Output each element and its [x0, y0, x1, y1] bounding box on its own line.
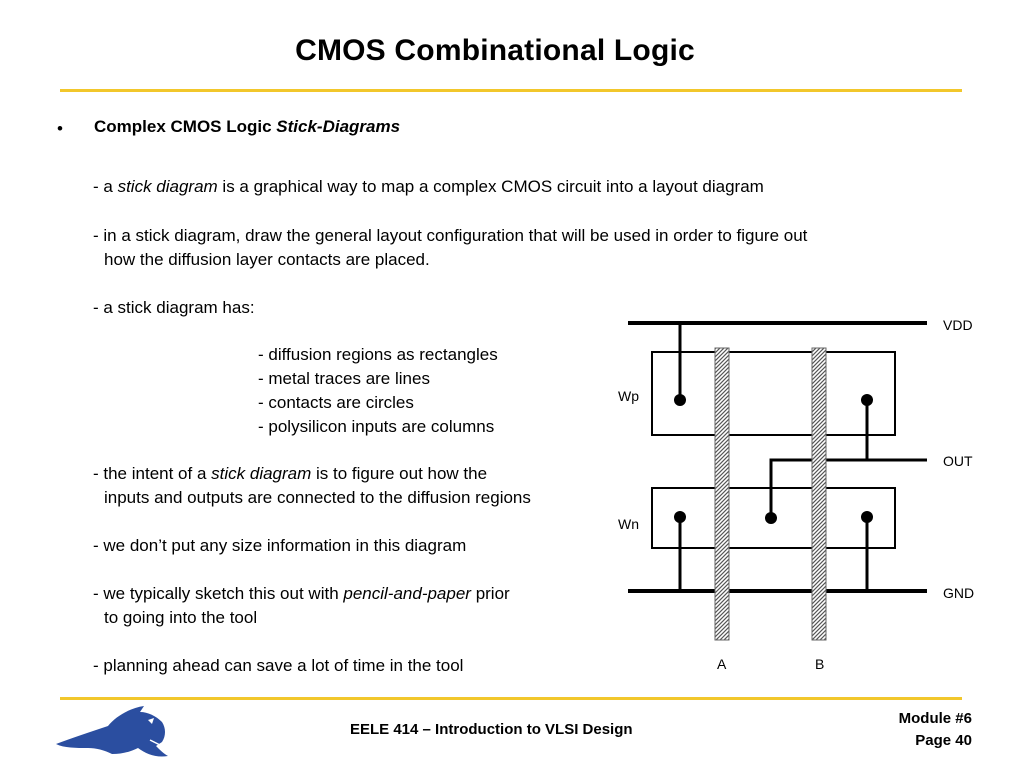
bullet-heading: Complex CMOS Logic Stick-Diagrams	[94, 117, 400, 137]
body-line-2a: - in a stick diagram, draw the general l…	[93, 226, 808, 245]
body-line-5: - we don’t put any size information in t…	[93, 536, 467, 555]
list-item-metal: - metal traces are lines	[258, 369, 430, 388]
label-out: OUT	[943, 453, 973, 469]
output-trace	[865, 400, 927, 462]
nmos-diffusion	[651, 487, 896, 549]
footer-page: Page 40	[915, 732, 972, 749]
bottom-divider	[60, 697, 962, 700]
body-line-3: - a stick diagram has:	[93, 298, 255, 317]
label-input-a: A	[717, 656, 727, 672]
line4-italic: stick diagram	[211, 464, 312, 483]
line1-italic: stick diagram	[117, 177, 218, 196]
list-item-polysilicon: - polysilicon inputs are columns	[258, 417, 495, 436]
footer-module: Module #6	[898, 710, 972, 727]
list-item-diffusion: - diffusion regions as rectangles	[258, 345, 498, 364]
contact-nmos-mid	[765, 512, 777, 524]
bullet-heading-italic: Stick-Diagrams	[276, 117, 401, 136]
stick-diagram: VDD OUT GND Wp Wn A B	[618, 317, 974, 672]
bobcat-logo-icon	[56, 706, 168, 757]
body-line-6: - we typically sketch this out with penc…	[93, 584, 510, 604]
slide-title: CMOS Combinational Logic	[295, 34, 695, 67]
contact-pmos-right	[861, 394, 873, 406]
line6-italic: pencil-and-paper	[343, 584, 471, 603]
body-line-7: - planning ahead can save a lot of time …	[93, 656, 464, 675]
label-wn: Wn	[618, 516, 639, 532]
poly-column-b	[811, 347, 827, 641]
contact-nmos-right	[861, 511, 873, 523]
line6-pre: - we typically sketch this out with	[93, 584, 344, 603]
line6-post: prior	[470, 584, 510, 603]
body-line-6b: to going into the tool	[104, 608, 258, 627]
label-wp: Wp	[618, 388, 639, 404]
pmos-diffusion	[651, 351, 896, 436]
body-line-4b: inputs and outputs are connected to the …	[104, 488, 531, 507]
label-input-b: B	[815, 656, 824, 672]
line1-post: is a graphical way to map a complex CMOS…	[217, 177, 764, 196]
top-divider	[60, 89, 962, 92]
label-gnd: GND	[943, 585, 974, 601]
footer-module-info: Module #6 Page 40	[899, 708, 972, 752]
output-trace-nmos	[769, 458, 867, 518]
body-line-2b: how the diffusion layer contacts are pla…	[104, 250, 430, 269]
bullet-marker: •	[57, 119, 63, 138]
line1-pre: - a	[93, 177, 118, 196]
poly-column-a	[714, 347, 730, 641]
contact-nmos-left	[674, 511, 686, 523]
footer-course-title: EELE 414 – Introduction to VLSI Design	[350, 721, 633, 738]
line4-post: is to figure out how the	[311, 464, 488, 483]
contact-pmos-left	[674, 394, 686, 406]
line4-pre: - the intent of a	[93, 464, 212, 483]
body-line-1: - a stick diagram is a graphical way to …	[93, 177, 764, 197]
list-item-contacts: - contacts are circles	[258, 393, 414, 412]
label-vdd: VDD	[943, 317, 973, 333]
bullet-heading-text: Complex CMOS Logic	[94, 117, 277, 136]
body-line-4: - the intent of a stick diagram is to fi…	[93, 464, 487, 484]
